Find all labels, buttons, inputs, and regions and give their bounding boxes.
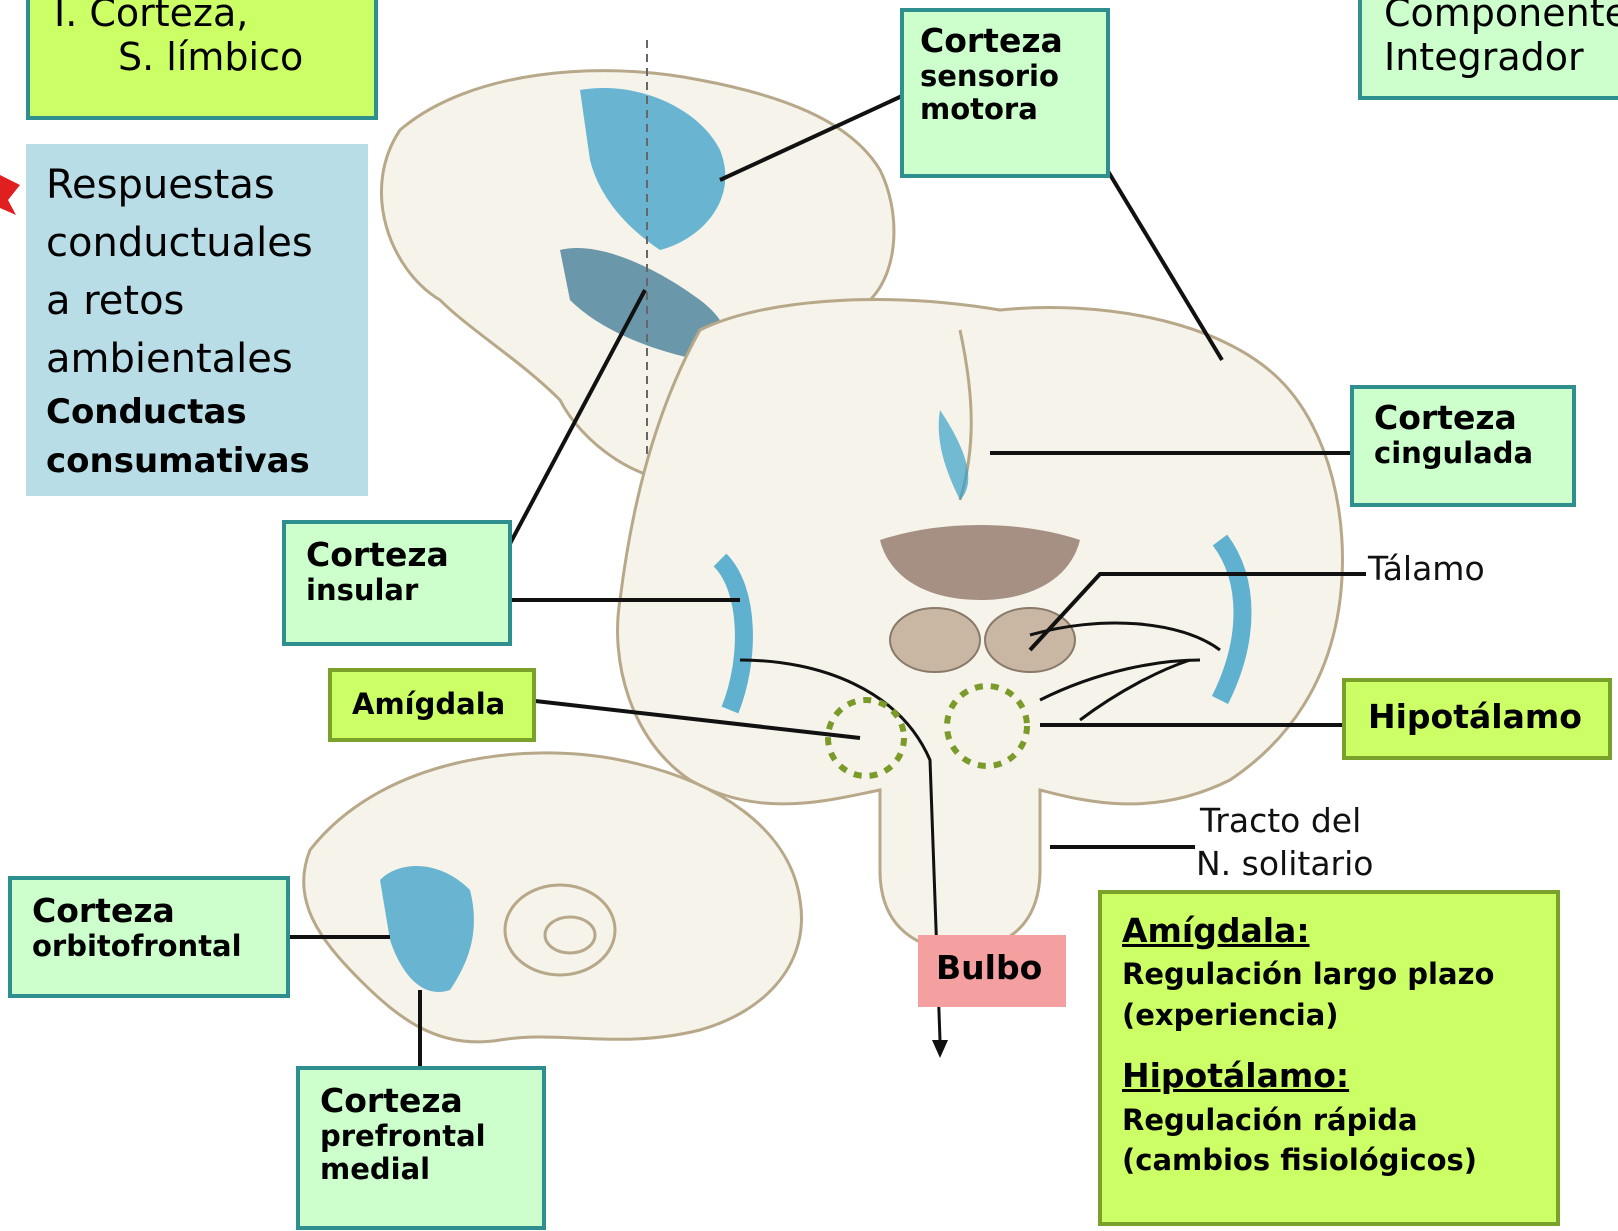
- tracto-line-1: Tracto del: [1196, 800, 1373, 843]
- amigdala-label: Amígdala: [352, 687, 505, 721]
- info-amigdala-text-2: (experiencia): [1122, 995, 1536, 1036]
- info-box-regulation: Amígdala: Regulación largo plazo (experi…: [1098, 890, 1560, 1226]
- component-line-2: Integrador: [1384, 36, 1618, 80]
- label-corteza-insular: Corteza insular: [282, 520, 512, 646]
- label-bulbo: Bulbo: [918, 935, 1066, 1007]
- info-amigdala-text-1: Regulación largo plazo: [1122, 954, 1536, 995]
- behavior-box: Respuestas conductuales a retos ambienta…: [26, 144, 368, 496]
- cingulada-title: Corteza: [1374, 399, 1552, 437]
- prefrontal-sub-2: medial: [320, 1153, 522, 1186]
- prefrontal-sub-1: prefrontal: [320, 1120, 522, 1153]
- label-corteza-orbitofrontal: Corteza orbitofrontal: [8, 876, 290, 998]
- behavior-line-2: conductuales: [46, 214, 348, 272]
- sensoriomotora-sub-2: motora: [920, 93, 1090, 126]
- tracto-line-2: N. solitario: [1196, 843, 1373, 886]
- orbitofrontal-sub: orbitofrontal: [32, 930, 266, 963]
- insular-title: Corteza: [306, 536, 488, 574]
- red-star-icon: [0, 175, 20, 215]
- label-hipotalamo: Hipotálamo: [1342, 678, 1612, 760]
- title-box-corteza-limbico: I. Corteza, S. límbico: [26, 0, 378, 120]
- info-hipotalamo-text-1: Regulación rápida: [1122, 1100, 1536, 1141]
- info-hipotalamo-heading: Hipotálamo:: [1122, 1053, 1536, 1099]
- bulbo-label: Bulbo: [936, 948, 1042, 987]
- label-corteza-sensoriomotora: Corteza sensorio motora: [900, 8, 1110, 178]
- cingulada-sub: cingulada: [1374, 437, 1552, 470]
- label-talamo: Tálamo: [1368, 548, 1485, 589]
- title-line-1: I. Corteza,: [54, 0, 350, 36]
- behavior-line-4: ambientales: [46, 330, 348, 388]
- title-line-2: S. límbico: [54, 36, 350, 80]
- sensoriomotora-sub-1: sensorio: [920, 60, 1090, 93]
- behavior-line-1: Respuestas: [46, 156, 348, 214]
- info-hipotalamo-text-2: (cambios fisiológicos): [1122, 1140, 1536, 1181]
- component-box: Componente Integrador: [1358, 0, 1618, 100]
- prefrontal-title: Corteza: [320, 1082, 522, 1120]
- info-amigdala-heading: Amígdala:: [1122, 908, 1536, 954]
- behavior-bold-1: Conductas: [46, 388, 348, 437]
- label-corteza-prefrontal-medial: Corteza prefrontal medial: [296, 1066, 546, 1230]
- hipotalamo-label: Hipotálamo: [1368, 697, 1582, 736]
- label-amigdala: Amígdala: [328, 668, 536, 742]
- behavior-line-3: a retos: [46, 272, 348, 330]
- orbitofrontal-title: Corteza: [32, 892, 266, 930]
- behavior-bold-2: consumativas: [46, 437, 348, 486]
- sensoriomotora-title: Corteza: [920, 22, 1090, 60]
- insular-sub: insular: [306, 574, 488, 607]
- component-line-1: Componente: [1384, 0, 1618, 36]
- label-corteza-cingulada: Corteza cingulada: [1350, 385, 1576, 507]
- label-tracto-solitario: Tracto del N. solitario: [1196, 800, 1373, 886]
